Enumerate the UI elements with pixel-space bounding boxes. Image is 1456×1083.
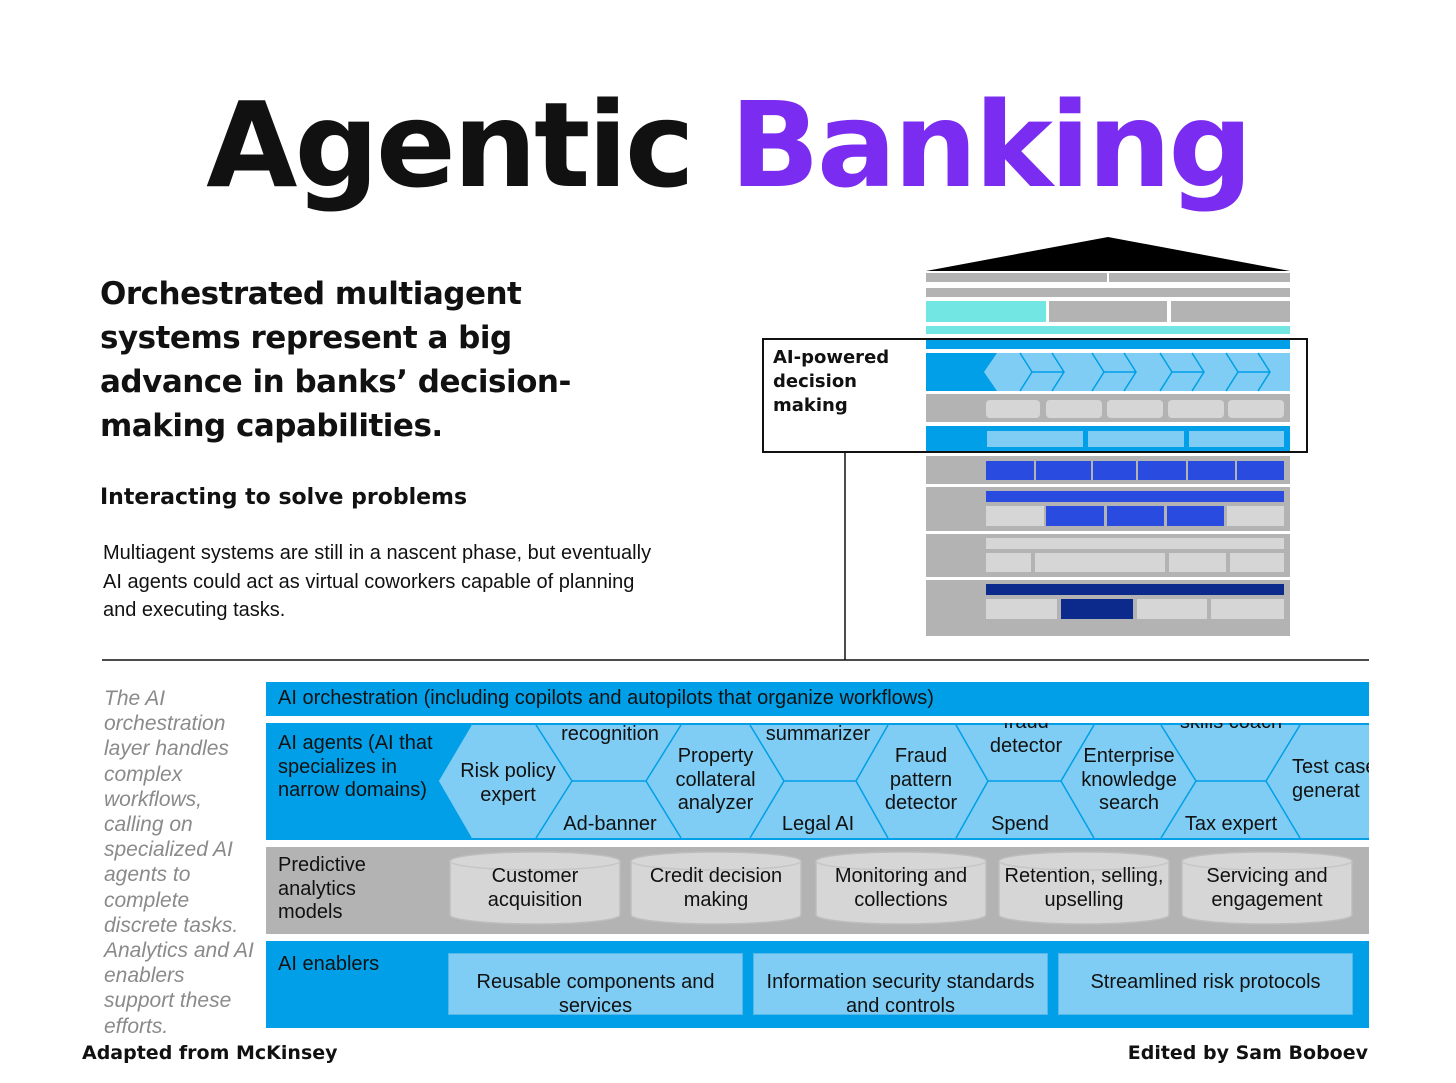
- agents-hex-grid: [437, 724, 1369, 839]
- model-monitoring-collections: Monitoring and collections: [834, 865, 968, 911]
- agent-spend: Spend: [991, 813, 1049, 835]
- agent-ad-banner: Ad-banner: [563, 813, 657, 835]
- predictive-layer: Predictive analytics models Customer acq…: [266, 847, 1369, 934]
- callout-label: AI-powered decision making: [773, 347, 890, 416]
- model-customer-acquisition: Customer acquisition: [487, 865, 583, 911]
- agent-fraud-pattern-detector: Fraud pattern detector: [884, 745, 958, 814]
- agent-risk-policy-expert: Risk policy expert: [460, 760, 556, 806]
- side-note: The AI orchestration layer handles compl…: [104, 687, 254, 1038]
- title-part-agentic: Agentic: [206, 76, 695, 214]
- enablers-label: AI enablers: [278, 953, 380, 975]
- model-retention-selling: Retention, selling, upselling: [1004, 865, 1164, 911]
- enabler-information-security: Information security standards and contr…: [753, 953, 1048, 1017]
- page-title: Agentic Banking: [0, 70, 1456, 220]
- model-credit-decision-making: Credit decision making: [649, 865, 783, 911]
- agent-fraud-detector: fraud detector: [989, 723, 1063, 757]
- agent-summarizer: summarizer: [765, 723, 871, 745]
- enablers-layer: AI enablers Reusable components and serv…: [266, 941, 1369, 1028]
- agent-recognition: recognition: [561, 723, 659, 745]
- title-part-banking: Banking: [729, 76, 1253, 214]
- agent-test-case-generator: Test case generat: [1292, 756, 1369, 802]
- headline: Orchestrated multiagent systems represen…: [100, 276, 571, 444]
- building-roof: [926, 237, 1290, 271]
- agents-layer: AI agents (AI that specializes in narrow…: [266, 723, 1369, 840]
- agent-enterprise-knowledge-search: Enterprise knowledge search: [1081, 745, 1177, 814]
- subheading: Interacting to solve problems: [100, 485, 468, 510]
- callout-box: [762, 338, 1308, 453]
- orchestration-label: AI orchestration (including copilots and…: [278, 687, 934, 709]
- agent-tax-expert: Tax expert: [1184, 813, 1278, 835]
- body-paragraph: Multiagent systems are still in a nascen…: [103, 542, 652, 621]
- agent-legal-ai: Legal AI: [781, 813, 855, 835]
- predictive-cylinders: [449, 851, 1353, 925]
- enabler-risk-protocols: Streamlined risk protocols: [1058, 953, 1353, 1015]
- agent-skills-coach: skills coach: [1176, 723, 1286, 735]
- footer-source: Adapted from McKinsey: [82, 1042, 338, 1064]
- agents-label: AI agents (AI that specializes in narrow…: [278, 732, 433, 801]
- model-servicing-engagement: Servicing and engagement: [1206, 865, 1328, 911]
- predictive-label: Predictive analytics models: [278, 854, 366, 923]
- enabler-reusable-components: Reusable components and services: [448, 953, 743, 1017]
- agent-property-collateral-analyzer: Property collateral analyzer: [675, 745, 756, 814]
- footer-editor: Edited by Sam Boboev: [1127, 1042, 1368, 1064]
- orchestration-layer: AI orchestration (including copilots and…: [266, 682, 1369, 716]
